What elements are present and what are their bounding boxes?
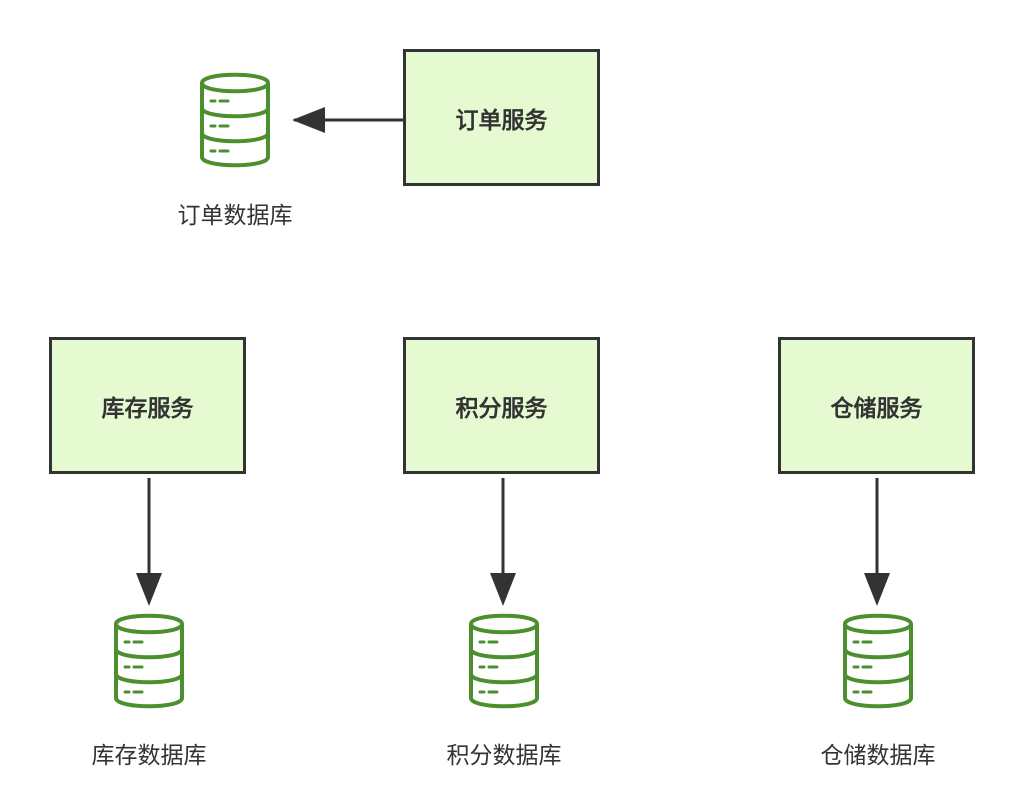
arrowhead-order [292, 107, 325, 133]
service-points[interactable]: 积分服务 [403, 337, 600, 474]
service-inventory[interactable]: 库存服务 [49, 337, 246, 474]
database-icon [469, 613, 539, 709]
service-points-label: 积分服务 [455, 395, 548, 422]
arrowhead-points [490, 573, 516, 606]
database-points-label: 积分数据库 [446, 743, 562, 769]
service-warehouse[interactable]: 仓储服务 [778, 337, 975, 474]
database-inventory-label: 库存数据库 [91, 743, 207, 769]
database-icon [200, 72, 270, 168]
database-warehouse-label: 仓储数据库 [820, 743, 936, 769]
arrowhead-warehouse [864, 573, 890, 606]
service-warehouse-label: 仓储服务 [830, 395, 923, 422]
database-order-label: 订单数据库 [177, 203, 293, 229]
service-order[interactable]: 订单服务 [403, 49, 600, 186]
arrowhead-inventory [136, 573, 162, 606]
database-icon [843, 613, 913, 709]
database-icon [114, 613, 184, 709]
service-inventory-label: 库存服务 [101, 395, 194, 422]
service-order-label: 订单服务 [455, 107, 548, 134]
